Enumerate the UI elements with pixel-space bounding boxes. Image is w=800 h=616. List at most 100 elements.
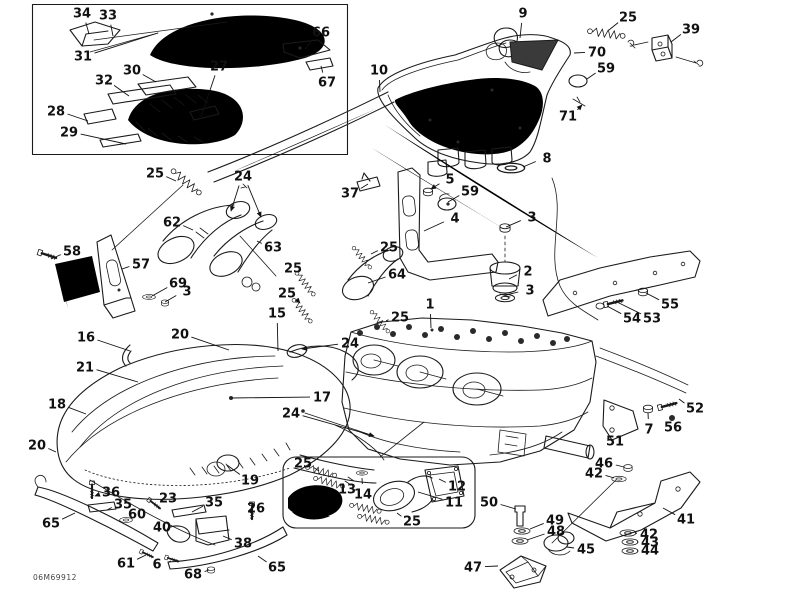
callout-label: 34 [73, 7, 91, 22]
callout-49: 49 [529, 514, 564, 530]
callout-24: 24 [230, 170, 262, 218]
callout-label: 25 [146, 167, 164, 182]
leader-line [164, 295, 177, 303]
callout-31: 31 [74, 32, 159, 65]
callout-label: 63 [264, 241, 282, 256]
callout-70: 70 [573, 46, 606, 61]
callout-label: 3 [527, 211, 536, 226]
callout-3-2: 3 [505, 284, 535, 299]
callout-25-3: 25 [284, 262, 302, 277]
callout-71: 71 [559, 104, 583, 125]
leader-line [606, 305, 622, 315]
callout-label: 46 [595, 457, 613, 472]
callout-label: 67 [318, 76, 336, 91]
callout-24-2: 24 [301, 337, 359, 352]
leader-line [247, 185, 262, 218]
callout-label: 24 [234, 170, 252, 185]
callout-label: 5 [445, 173, 454, 188]
callout-label: 70 [588, 46, 606, 61]
callout-label: 39 [682, 23, 700, 38]
callout-56: 56 [664, 421, 682, 436]
callout-16: 16 [77, 331, 131, 352]
callout-34: 34 [73, 7, 91, 35]
callout-label: 36 [102, 486, 120, 501]
callout-label: 3 [525, 284, 534, 299]
callout-label: 25 [278, 287, 296, 302]
leader-line [608, 22, 619, 31]
leader-line [367, 276, 386, 284]
pipe-support-bracket [35, 234, 169, 319]
callout-label: 35 [114, 498, 132, 513]
callout-18: 18 [48, 398, 87, 415]
leader-line [61, 512, 76, 520]
callout-2: 2 [508, 265, 533, 280]
callout-17: 17 [230, 391, 331, 406]
callout-label: 48 [547, 525, 565, 540]
callout-10: 10 [370, 64, 388, 93]
leader-line [396, 512, 402, 517]
leader-line [508, 274, 518, 280]
leader-line [360, 183, 369, 189]
callout-23: 23 [159, 492, 177, 507]
callout-50: 50 [480, 496, 517, 511]
callout-45: 45 [566, 543, 595, 558]
callout-59: 59 [586, 62, 615, 80]
callout-25-5: 25 [370, 241, 398, 256]
callout-25-6: 25 [385, 311, 409, 326]
callout-label: 9 [518, 7, 527, 22]
callout-69: 69 [151, 277, 187, 297]
callout-11: 11 [417, 491, 463, 511]
leader-line [586, 72, 596, 80]
callout-7: 7 [644, 412, 654, 438]
leader-line [370, 250, 379, 255]
lower-supports [34, 474, 288, 574]
leader-line [183, 225, 194, 231]
callout-label: 25 [391, 311, 409, 326]
callout-36: 36 [94, 486, 120, 501]
callout-54: 54 [606, 305, 641, 327]
leader-line [204, 569, 210, 573]
callout-29: 29 [60, 126, 127, 145]
callout-39: 39 [670, 23, 700, 43]
callout-8: 8 [522, 152, 552, 168]
leader-line [294, 297, 301, 304]
callout-label: 60 [128, 508, 146, 523]
callout-label: 52 [686, 402, 704, 417]
leader-line [430, 183, 440, 190]
leader-line [191, 505, 204, 513]
leader-line [417, 491, 443, 500]
leader-line [313, 467, 320, 472]
callout-62: 62 [163, 216, 194, 231]
callout-61: 61 [117, 554, 147, 572]
callout-label: 56 [664, 421, 682, 436]
leader-line [423, 221, 445, 232]
inset-hood-detail [31, 3, 349, 156]
callout-label: 31 [74, 50, 92, 65]
callout-38: 38 [222, 535, 252, 552]
leader-line [430, 313, 432, 329]
callout-37: 37 [341, 183, 369, 202]
callout-46: 46 [595, 457, 625, 472]
leader-line [438, 478, 447, 483]
leader-line [519, 22, 523, 39]
callout-label: 51 [606, 435, 624, 450]
callout-label: 68 [184, 568, 202, 583]
leader-line [230, 396, 311, 399]
callout-label: 7 [644, 423, 653, 438]
callout-label: 57 [132, 258, 150, 273]
leader-line [526, 533, 545, 541]
callout-25-8: 25 [396, 512, 421, 530]
callout-43: 43 [637, 536, 659, 551]
callout-label: 29 [60, 126, 78, 141]
leader-line [605, 474, 615, 479]
callout-30: 30 [123, 64, 157, 83]
callout-label: 55 [661, 298, 679, 313]
callout-label: 27 [210, 60, 228, 75]
callout-42-2: 42 [634, 528, 658, 543]
leader-line [230, 185, 240, 212]
callout-label: 26 [247, 502, 265, 517]
callout-label: 19 [241, 474, 259, 489]
callout-24-3: 24 [282, 407, 375, 438]
leader-line [662, 507, 676, 516]
callout-12: 12 [438, 478, 466, 495]
